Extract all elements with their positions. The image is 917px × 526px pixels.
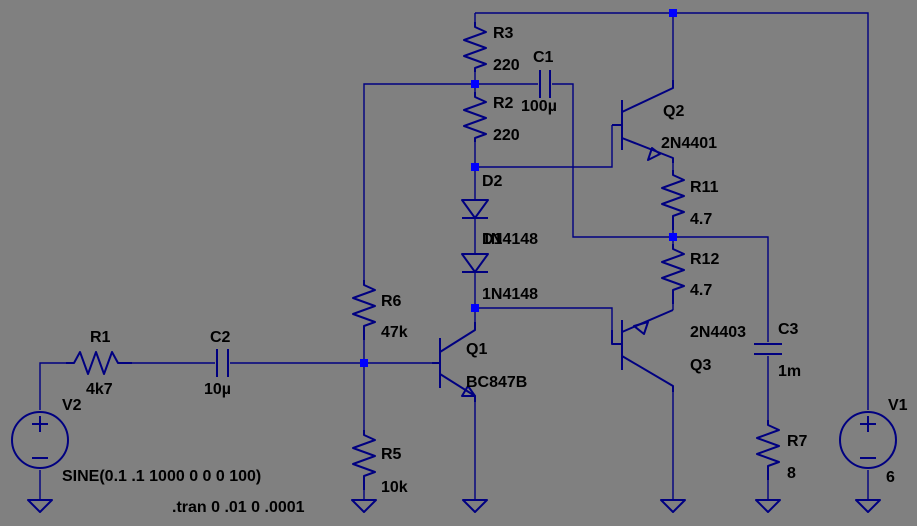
label-c3-ref: C3 bbox=[778, 321, 799, 338]
resistor-r5[interactable] bbox=[352, 430, 376, 490]
wire-r6-feedback bbox=[363, 83, 475, 280]
label-r11-value: 4.7 bbox=[690, 211, 712, 228]
label-r6-ref: R6 bbox=[381, 293, 402, 310]
label-q3-value: 2N4403 bbox=[690, 324, 746, 341]
transistors bbox=[432, 80, 674, 402]
label-v2-ref: V2 bbox=[62, 397, 82, 414]
label-r1-value: 4k7 bbox=[86, 381, 113, 398]
label-d2-ref: D2 bbox=[482, 173, 503, 190]
capacitor-c3[interactable] bbox=[754, 343, 782, 355]
label-q1-ref: Q1 bbox=[466, 341, 487, 358]
ground-symbol bbox=[755, 499, 781, 513]
ground-symbol bbox=[27, 499, 53, 513]
ground-symbol bbox=[660, 499, 686, 513]
ground-symbol bbox=[351, 499, 377, 513]
ground-symbol bbox=[462, 499, 488, 513]
ground-symbol bbox=[855, 499, 881, 513]
label-r3-ref: R3 bbox=[493, 25, 514, 42]
diode-d2[interactable] bbox=[461, 199, 489, 219]
label-c2-value: 10µ bbox=[204, 381, 231, 398]
wire-c1-to-output bbox=[552, 83, 673, 238]
label-r7-value: 8 bbox=[787, 465, 796, 482]
wires bbox=[39, 12, 869, 500]
label-c2-ref: C2 bbox=[210, 329, 231, 346]
resistor-r11[interactable] bbox=[661, 170, 685, 230]
junction-dot bbox=[471, 304, 479, 312]
junction-dot bbox=[471, 80, 479, 88]
label-r1-ref: R1 bbox=[90, 329, 111, 346]
transistor-q1[interactable] bbox=[432, 322, 476, 402]
resistor-r6[interactable] bbox=[352, 280, 376, 340]
label-r7-ref: R7 bbox=[787, 433, 808, 450]
label-d1-ref: D1 bbox=[482, 231, 503, 248]
wire-q3-base bbox=[475, 307, 613, 330]
resistor-r1[interactable] bbox=[66, 351, 132, 375]
label-r5-value: 10k bbox=[381, 479, 408, 496]
label-v1-value: 6 bbox=[886, 469, 895, 486]
diode-d1[interactable] bbox=[461, 253, 489, 273]
resistors bbox=[66, 22, 780, 490]
grounds bbox=[27, 499, 881, 513]
junctions bbox=[360, 9, 677, 367]
junction-dot bbox=[669, 233, 677, 241]
voltage-source-v1[interactable] bbox=[839, 411, 897, 469]
label-q2-value: 2N4401 bbox=[661, 135, 717, 152]
label-r6-value: 47k bbox=[381, 324, 408, 341]
transistor-q2[interactable] bbox=[612, 80, 674, 163]
diodes bbox=[461, 199, 489, 273]
resistor-r7[interactable] bbox=[756, 420, 780, 480]
transistor-q3[interactable] bbox=[611, 309, 674, 392]
label-c1-value: 100µ bbox=[521, 98, 557, 115]
label-d2-value: 1N4148 bbox=[482, 231, 538, 248]
resistor-r12[interactable] bbox=[661, 244, 685, 304]
label-r2-ref: R2 bbox=[493, 95, 514, 112]
label-r2-value: 220 bbox=[493, 127, 520, 144]
junction-dot bbox=[471, 163, 479, 171]
label-r5-ref: R5 bbox=[381, 446, 402, 463]
capacitor-c1[interactable] bbox=[539, 70, 551, 98]
label-q3-ref: Q3 bbox=[690, 357, 711, 374]
junction-dot bbox=[360, 359, 368, 367]
spice-directive[interactable]: .tran 0 .01 0 .0001 bbox=[172, 499, 305, 516]
label-r12-ref: R12 bbox=[690, 251, 719, 268]
voltage-sources bbox=[11, 411, 897, 469]
label-v1-ref: V1 bbox=[888, 397, 908, 414]
label-r3-value: 220 bbox=[493, 57, 520, 74]
label-c1-ref: C1 bbox=[533, 49, 554, 66]
wire-output-c3 bbox=[673, 236, 769, 342]
capacitor-c2[interactable] bbox=[216, 349, 229, 377]
label-q2-ref: Q2 bbox=[663, 103, 684, 120]
wire-top-rail bbox=[475, 12, 869, 410]
label-v2-value: SINE(0.1 .1 1000 0 0 0 100) bbox=[62, 468, 261, 485]
capacitors bbox=[216, 70, 782, 377]
label-r12-value: 4.7 bbox=[690, 282, 712, 299]
voltage-source-v2[interactable] bbox=[11, 411, 69, 469]
label-q1-value: BC847B bbox=[466, 374, 527, 391]
labels: R3 220 C1 100µ R2 220 Q2 2N4401 D2 R11 4… bbox=[62, 25, 908, 516]
label-r11-ref: R11 bbox=[690, 179, 719, 196]
resistor-r2[interactable] bbox=[463, 92, 487, 142]
label-d1-value: 1N4148 bbox=[482, 286, 538, 303]
wire-q2-base bbox=[475, 125, 613, 168]
wire-v2-r1 bbox=[39, 362, 66, 410]
resistor-r3[interactable] bbox=[463, 22, 487, 72]
label-c3-value: 1m bbox=[778, 363, 801, 380]
junction-dot bbox=[669, 9, 677, 17]
